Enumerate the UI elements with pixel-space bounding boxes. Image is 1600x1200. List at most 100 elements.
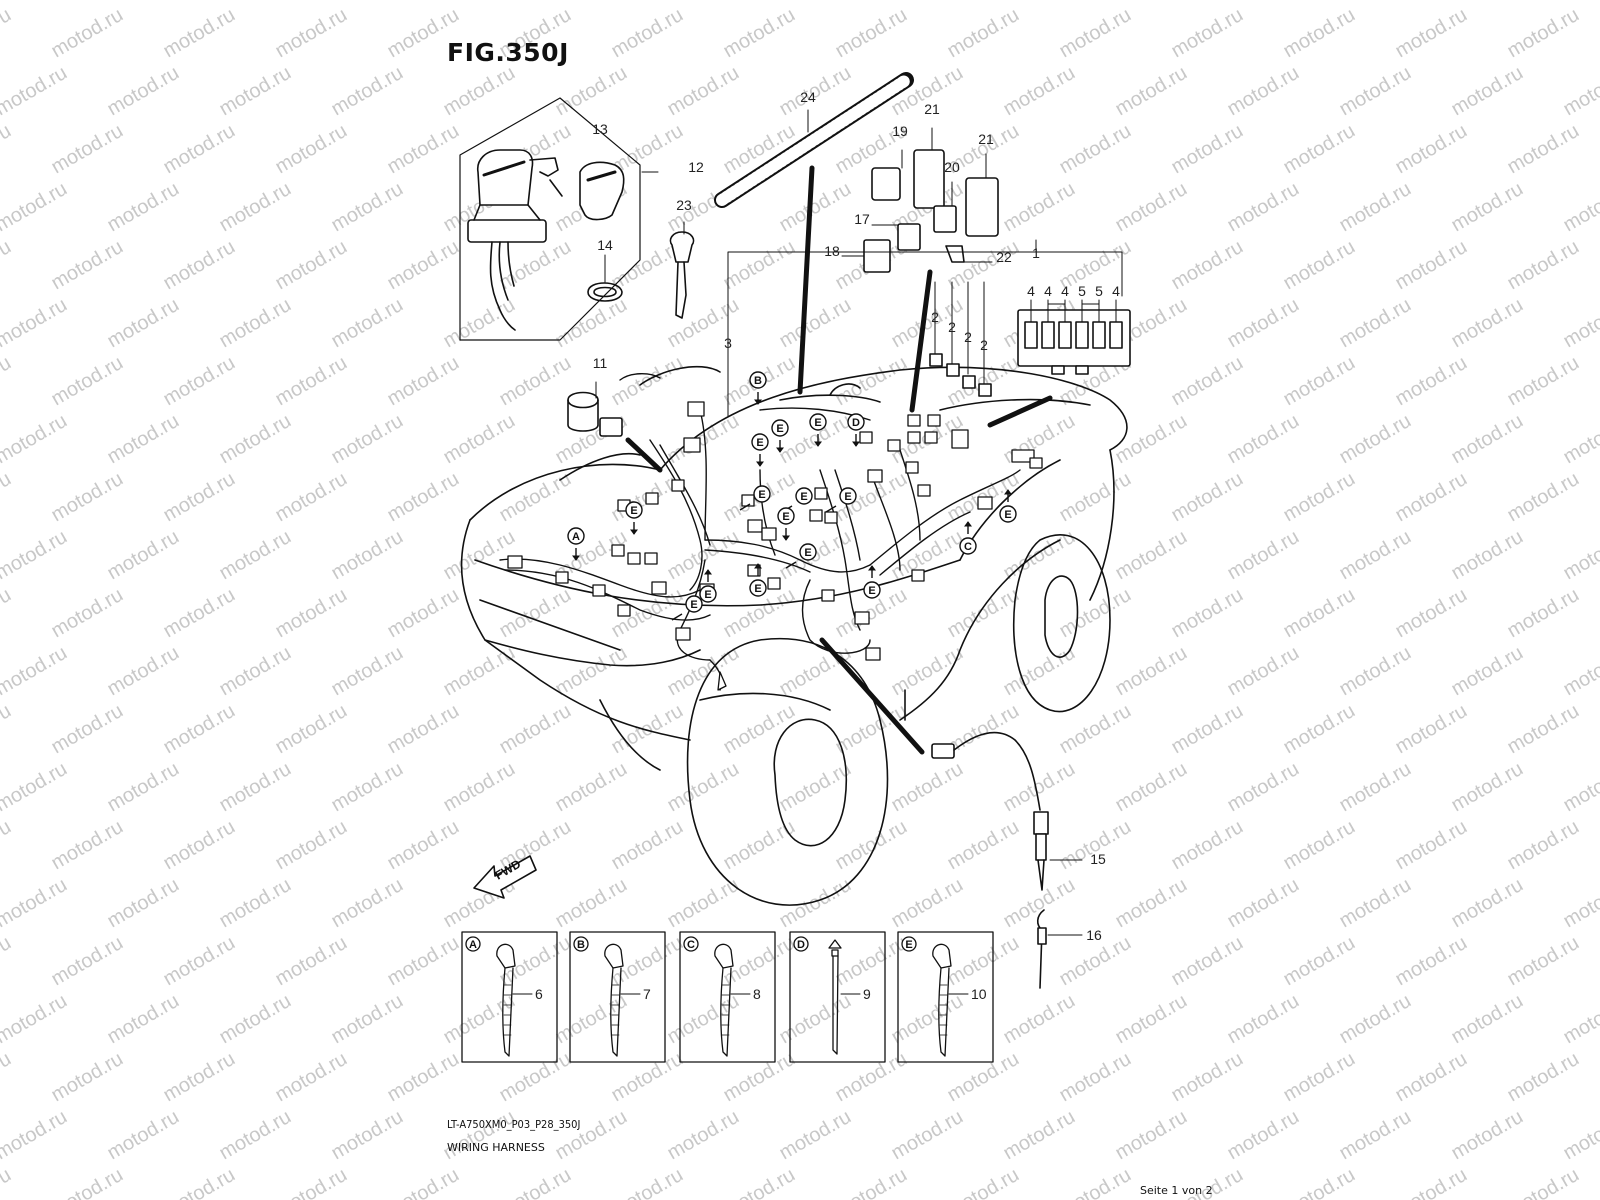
clamp-part-number: 6 <box>535 986 543 1002</box>
ignition-switch-group <box>459 97 659 341</box>
clamp-badge-letter: E <box>1004 509 1011 521</box>
clamp-badge-circle <box>749 579 767 597</box>
clamp-badge-letter: E <box>776 423 783 435</box>
clamp-arrow-head <box>782 535 790 541</box>
clamp-badge-letter: E <box>782 511 789 523</box>
callout-number: 21 <box>924 101 940 117</box>
clamp-arrow-head <box>572 555 580 561</box>
clamp-badge-letter: E <box>754 583 761 595</box>
callout-number: 2 <box>931 309 939 325</box>
switch-cover <box>579 161 625 221</box>
callout-number: 2 <box>964 329 972 345</box>
clamp-badge-circle <box>753 485 771 503</box>
clamp-part-number: 7 <box>643 986 651 1002</box>
clamp-badge-circle <box>863 581 881 599</box>
clamp-badge-circle <box>999 505 1017 523</box>
figure-subtitle: WIRING HARNESS <box>447 1141 545 1154</box>
relay-17 <box>897 223 921 251</box>
clamp-strap <box>502 967 514 1057</box>
callout-number: 5 <box>1078 283 1086 299</box>
clamp-arrow-head <box>964 521 972 527</box>
clamp-badge-letter: E <box>690 599 697 611</box>
callout-number: 20 <box>944 159 960 175</box>
relay-19 <box>871 167 901 201</box>
clamp-box-badge <box>683 936 699 952</box>
clamp-badge-circle <box>809 413 827 431</box>
front-wheel <box>686 637 889 906</box>
callout-number: 4 <box>1044 283 1052 299</box>
clamp-badge-letter: C <box>964 541 972 553</box>
callout-number: 21 <box>978 131 994 147</box>
atv-body-outline <box>460 365 1128 906</box>
callout-number: 12 <box>688 159 704 175</box>
lock-ring <box>587 282 623 302</box>
fwd-arrow <box>473 855 537 899</box>
callout-number: 15 <box>1090 851 1106 867</box>
clamp-badge-circle <box>777 507 795 525</box>
clamp-arrow-shaft <box>825 505 837 513</box>
clamp-badge-letter: E <box>844 491 851 503</box>
clamp-badge-circle <box>685 595 703 613</box>
clamp-arrow-head <box>756 461 764 467</box>
clamp-strap <box>720 967 732 1057</box>
callout-number: 2 <box>948 319 956 335</box>
clamp-head <box>828 939 842 949</box>
callout-number: 23 <box>676 197 692 213</box>
clamp-badge-letter: E <box>704 589 711 601</box>
callout-number: 24 <box>800 89 816 105</box>
clamp-strap <box>832 955 839 1055</box>
protector-tube <box>714 72 914 395</box>
callout-number: 4 <box>1061 283 1069 299</box>
harness-connectors <box>507 401 1043 691</box>
clamp-badge-letter: E <box>758 489 765 501</box>
accessory-socket <box>567 381 663 473</box>
clamp-badge-letter: E <box>756 437 763 449</box>
ignition-key-switch <box>476 149 534 206</box>
clamp-box-letter: B <box>577 939 585 951</box>
clamp-badge-circle <box>749 371 767 389</box>
clamp-arrow-head <box>868 565 876 571</box>
callout-number: 4 <box>1027 283 1035 299</box>
clamp-box-letter: C <box>687 939 695 951</box>
clamp-head <box>932 943 952 969</box>
clamp-arrow-head <box>754 399 762 405</box>
figure-code: LT-A750XM0_P03_P28_350J <box>447 1118 581 1131</box>
callout-number: 22 <box>996 249 1012 265</box>
relay-group <box>841 127 999 413</box>
clamp-badge-circle <box>699 585 717 603</box>
clamp-box-letter: D <box>797 939 805 951</box>
clamp-badge-circle <box>751 433 769 451</box>
clamp-badge-letter: E <box>800 491 807 503</box>
clamp-box-badge <box>901 936 917 952</box>
clamp-arrow-head <box>852 441 860 447</box>
callout-number: 14 <box>597 237 613 253</box>
clamp-badge-letter: E <box>630 505 637 517</box>
clamp-badge-circle <box>795 487 813 505</box>
callout-number: 13 <box>592 121 608 137</box>
clamp-box-badge <box>793 936 809 952</box>
clamp-boxes <box>461 931 994 1063</box>
clamp-strap <box>610 967 622 1057</box>
relay-20 <box>933 205 957 233</box>
fuse-block <box>727 239 1131 428</box>
callout-number: 5 <box>1095 283 1103 299</box>
clamp-box-letter: A <box>469 939 477 951</box>
clamp-badge-letter: B <box>754 375 762 387</box>
oxygen-sensor <box>819 637 1083 989</box>
clamp-badge-circle <box>567 527 585 545</box>
clamp-arrow-head <box>630 529 638 535</box>
clamp-badge-letter: E <box>814 417 821 429</box>
clamp-badge-circle <box>959 537 977 555</box>
callout-number: 4 <box>1112 283 1120 299</box>
clamp-badge-circle <box>839 487 857 505</box>
callout-number: 3 <box>724 335 732 351</box>
clamp-badge-letter: A <box>572 531 580 543</box>
callout-number: 17 <box>854 211 870 227</box>
callout-number: 19 <box>892 123 908 139</box>
clamp-part-number: 10 <box>971 986 987 1002</box>
figure-title: FIG.350J <box>447 38 569 67</box>
clamp-badge-circle <box>771 419 789 437</box>
clamp-arrow-shaft <box>671 613 683 621</box>
clamp-part-number: 8 <box>753 986 761 1002</box>
